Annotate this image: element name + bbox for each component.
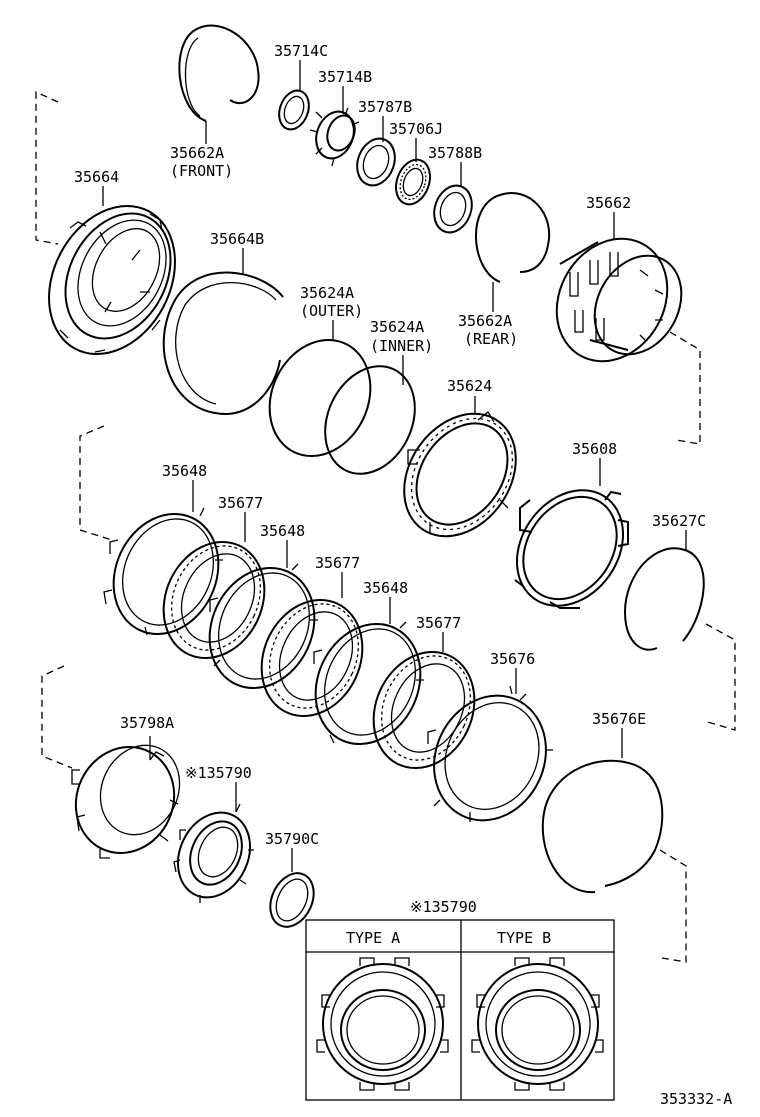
label-35624: 35624 bbox=[447, 377, 492, 395]
friction-plate-35677-2 bbox=[260, 598, 364, 718]
drawing-id: 353332-A bbox=[660, 1090, 732, 1108]
thrust-washer-35787B bbox=[356, 137, 396, 187]
label-35677-3: 35677 bbox=[416, 614, 461, 632]
type-b-clutch-drawing bbox=[471, 957, 604, 1091]
label-35608: 35608 bbox=[572, 440, 617, 458]
clutch-drum-35664 bbox=[48, 204, 176, 356]
alignment-line bbox=[705, 623, 736, 731]
label-35714C: 35714C bbox=[274, 42, 328, 60]
alignment-line bbox=[79, 425, 113, 541]
label-35787B: 35787B bbox=[358, 98, 412, 116]
label-front: (FRONT) bbox=[170, 162, 233, 180]
label-35662A-front: 35662A bbox=[170, 144, 224, 162]
type-a-header: TYPE A bbox=[346, 929, 400, 947]
label-outer: (OUTER) bbox=[300, 302, 363, 320]
snap-ring-35676E bbox=[541, 759, 664, 894]
clutch-plate-35608 bbox=[514, 489, 629, 609]
label-35624A-inner: 35624A bbox=[370, 318, 424, 336]
snap-ring-35662A-front bbox=[178, 24, 260, 122]
inset-type-variants: ※135790 TYPE A TYPE B bbox=[305, 898, 615, 1101]
alignment-line bbox=[41, 665, 73, 769]
label-rear: (REAR) bbox=[464, 330, 518, 348]
label-35798A: 35798A bbox=[120, 714, 174, 732]
clutch-hub-35662 bbox=[555, 237, 683, 363]
label-35664: 35664 bbox=[74, 168, 119, 186]
label-35706J: 35706J bbox=[389, 120, 443, 138]
label-35714B: 35714B bbox=[318, 68, 372, 86]
type-a-clutch-drawing bbox=[316, 957, 449, 1091]
label-35627C: 35627C bbox=[652, 512, 706, 530]
inset-title: ※135790 bbox=[410, 898, 477, 916]
clutch-assembly-135790 bbox=[173, 803, 254, 903]
label-35648-3: 35648 bbox=[363, 579, 408, 597]
label-135790: ※135790 bbox=[185, 764, 252, 782]
part-labels: 35714C 35714B 35787B 35706J 35788B 35662… bbox=[74, 42, 706, 848]
flange-plate-35676 bbox=[427, 685, 553, 822]
label-35676: 35676 bbox=[490, 650, 535, 668]
label-35624A-outer: 35624A bbox=[300, 284, 354, 302]
alignment-line bbox=[669, 331, 701, 445]
alignment-line bbox=[659, 849, 687, 963]
piston-35624 bbox=[403, 411, 517, 538]
type-b-header: TYPE B bbox=[497, 929, 551, 947]
label-35790C: 35790C bbox=[265, 830, 319, 848]
label-35662A-rear: 35662A bbox=[458, 312, 512, 330]
snap-ring-35662A-rear bbox=[475, 192, 551, 283]
label-35662: 35662 bbox=[586, 194, 631, 212]
friction-plate-35677-1 bbox=[162, 540, 266, 660]
o-ring-35624A-inner bbox=[324, 365, 416, 475]
label-35677-1: 35677 bbox=[218, 494, 263, 512]
thrust-bearing-35706J bbox=[395, 158, 431, 206]
label-inner: (INNER) bbox=[370, 337, 433, 355]
label-35676E: 35676E bbox=[592, 710, 646, 728]
one-way-clutch-35714B bbox=[309, 107, 360, 167]
friction-plate-35677-3 bbox=[372, 650, 476, 770]
steel-plate-35648-1 bbox=[103, 507, 223, 636]
inset-frame bbox=[305, 919, 615, 1101]
thrust-bearing-race-35714C bbox=[278, 89, 310, 131]
label-35648-2: 35648 bbox=[260, 522, 305, 540]
snap-ring-35627C bbox=[623, 547, 705, 651]
thrust-washer-35790C bbox=[269, 872, 315, 928]
label-35677-2: 35677 bbox=[315, 554, 360, 572]
thrust-washer-35788B bbox=[433, 184, 473, 234]
label-35648-1: 35648 bbox=[162, 462, 207, 480]
steel-plate-35648-2 bbox=[208, 563, 318, 690]
label-35788B: 35788B bbox=[428, 144, 482, 162]
o-ring-35624A-outer bbox=[268, 338, 372, 458]
one-way-clutch-outer-35798A bbox=[71, 744, 181, 859]
steel-plate-35648-3 bbox=[313, 621, 424, 746]
alignment-line bbox=[35, 90, 59, 245]
label-35664B: 35664B bbox=[210, 230, 264, 248]
leader-lines bbox=[102, 60, 687, 872]
snap-ring-35664B bbox=[162, 271, 284, 416]
